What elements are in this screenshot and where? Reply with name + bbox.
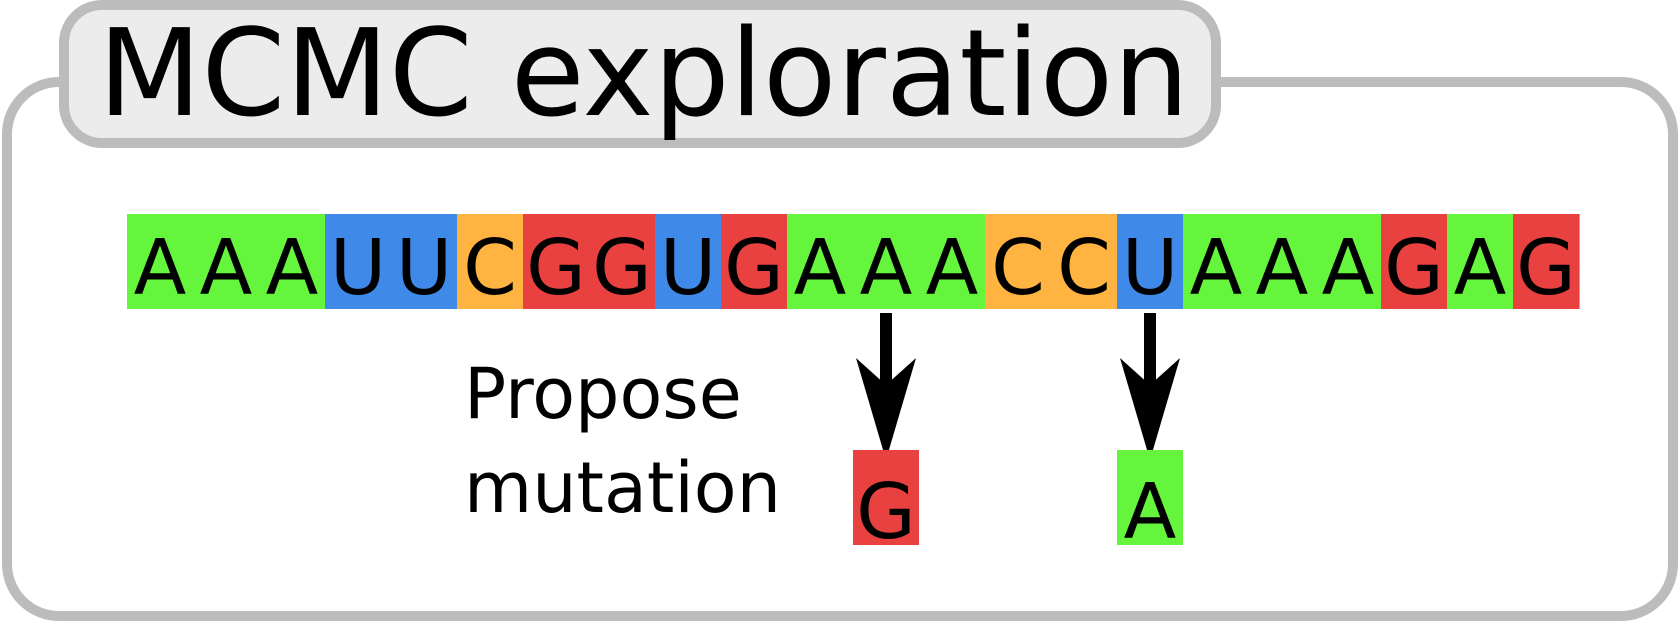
nucleotide-letter: A [1256,224,1309,313]
mutation-arrow-shaft [1144,313,1156,385]
nucleotide-cell [1315,214,1382,309]
nucleotide-cell [457,214,524,309]
nucleotide-cell [919,214,986,309]
nucleotide-letter: A [860,224,913,313]
nucleotide-letter: A [266,224,319,313]
mutation-arrow-head [1120,358,1180,460]
outer-frame [2,77,1678,621]
nucleotide-letter: A [1322,224,1375,313]
nucleotide-cell [1513,214,1580,309]
nucleotide-cell [1381,214,1448,309]
nucleotide-letter: A [200,224,253,313]
nucleotide-cell [1447,214,1514,309]
nucleotide-cell [655,214,722,309]
nucleotide-cell [1183,214,1250,309]
title-tab [59,0,1221,148]
nucleotide-cell [325,214,392,309]
nucleotide-letter: U [396,224,452,313]
proposed-base-box [853,450,919,545]
nucleotide-letter: G [592,224,652,313]
nucleotide-cell [127,214,194,309]
nucleotide-letter: G [1384,224,1444,313]
nucleotide-letter: A [926,224,979,313]
mutation-arrow-shaft [880,313,892,385]
nucleotide-cell [1249,214,1316,309]
propose-mutation-label: Propose mutation [464,353,781,529]
nucleotide-cell [721,214,788,309]
mutation-arrow-head [856,358,916,460]
nucleotide-letter: U [660,224,716,313]
nucleotide-letter: G [724,224,784,313]
nucleotide-letter: U [1122,224,1178,313]
nucleotide-letter: A [1454,224,1507,313]
nucleotide-cell [391,214,458,309]
nucleotide-letter: G [526,224,586,313]
nucleotide-cell [985,214,1052,309]
nucleotide-cell [259,214,326,309]
diagram-title: MCMC exploration [98,5,1189,144]
propose-label-line1: Propose [464,353,742,435]
nucleotide-letter: C [1057,224,1111,313]
propose-label-line2: mutation [464,447,781,529]
nucleotide-cell [1117,214,1184,309]
nucleotide-cell [787,214,854,309]
proposed-base-letter: A [1124,468,1177,557]
nucleotide-cell [523,214,590,309]
nucleotide-letter: A [1190,224,1243,313]
nucleotide-letter: G [1516,224,1576,313]
nucleotide-cell [193,214,260,309]
nucleotide-cell [589,214,656,309]
nucleotide-letter: C [991,224,1045,313]
nucleotide-letter: A [794,224,847,313]
nucleotide-cell [853,214,920,309]
nucleotide-letter: U [330,224,386,313]
proposed-base-letter: G [856,468,916,557]
nucleotide-letter: C [463,224,517,313]
proposed-base-box [1117,450,1183,545]
nucleotide-letter: A [134,224,187,313]
nucleotide-cell [1051,214,1118,309]
